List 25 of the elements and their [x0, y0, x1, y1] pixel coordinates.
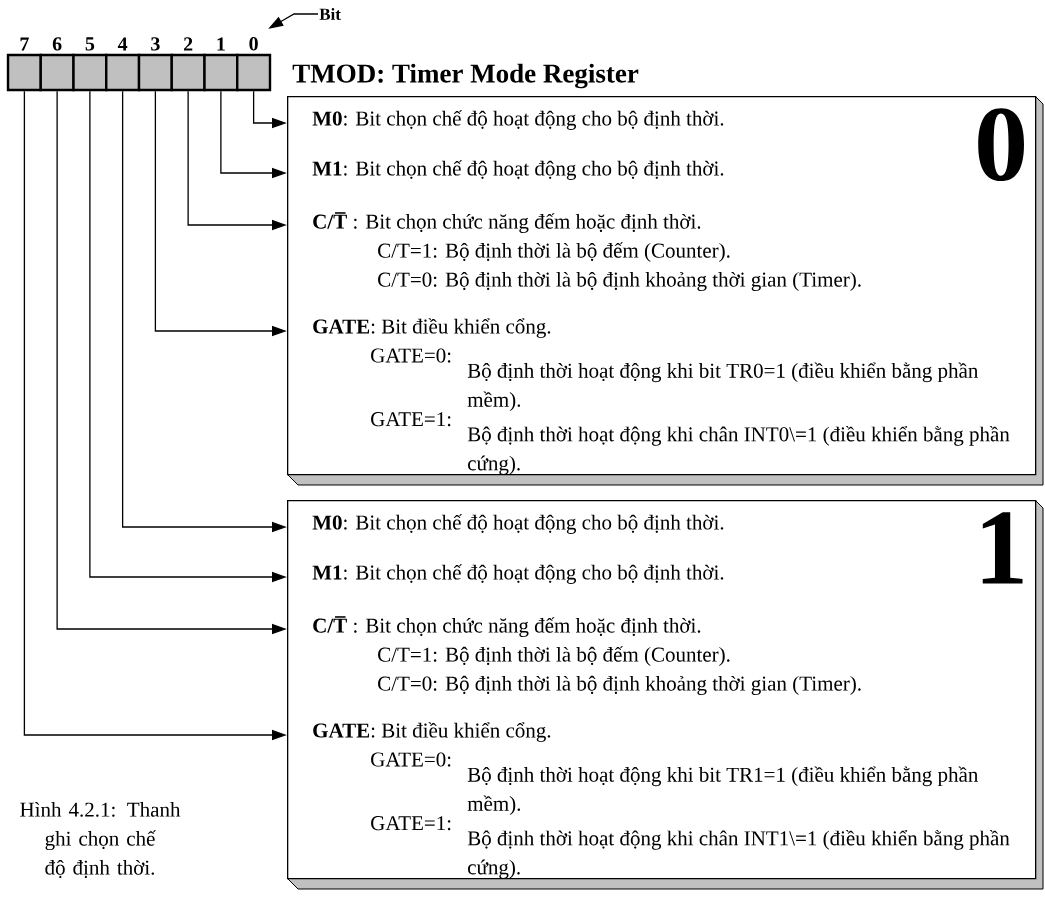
bit-description: M0: Bit chọn chế độ hoạt động cho bộ định thời.	[312, 110, 724, 130]
node-label: 3	[151, 37, 160, 51]
node-label: 7	[20, 37, 29, 51]
node-label: 5	[85, 37, 95, 51]
title: TMOD: Timer Mode Register	[292, 63, 639, 89]
register-cell: 7	[6, 37, 42, 92]
bit-description: C/T̅: Bit chọn chức năng đếm hoặc định thời. C/T=1: Bộ định thời là bộ đếm (Counter). C/T=0: Bộ định thời là bộ định khoảng thời gian (Timer).	[313, 212, 861, 291]
register-cell: 6	[39, 37, 75, 92]
bit-description: M1: Bit chọn chế độ hoạt động cho bộ định thời.	[312, 564, 724, 584]
node-label: 1	[217, 37, 225, 51]
caption: Hình 4.2.1: Thanh ghi chọn chế độ định thời.	[20, 801, 181, 879]
bit-description: M1: Bit chọn chế độ hoạt động cho bộ định thời.	[312, 160, 724, 180]
register-cell: 2	[170, 37, 206, 92]
bit-description: M0: Bit chọn chế độ hoạt động cho bộ định thời.	[312, 514, 724, 534]
node-label: 4	[117, 37, 128, 51]
bit-description: C/T̅: Bit chọn chức năng đếm hoặc định thời. C/T=1: Bộ định thời là bộ đếm (Counter). C/T=0: Bộ định thời là bộ định khoảng thời gian (Timer).	[313, 616, 861, 695]
bit-description: GATE: Bit điều khiển cổng. GATE=0: Bộ định thời hoạt động khi bit TR1=1 (điều khiển bằng phần mềm). GATE=1: Bộ định thời hoạt động khi chân INT1\=1 (điều khiển bằng phần cứng).	[313, 722, 1010, 879]
node-label: 0	[249, 37, 258, 51]
node-label: 2	[183, 37, 193, 51]
bit-label: Bit	[319, 8, 341, 20]
register-cell: 0	[236, 37, 272, 92]
register-cell: 5	[72, 37, 108, 92]
register-cell: 1	[203, 37, 239, 92]
node-label: 6	[52, 37, 62, 51]
bit-description: GATE: Bit điều khiển cổng. GATE=0: Bộ định thời hoạt động khi bit TR0=1 (điều khiển bằng phần mềm). GATE=1: Bộ định thời hoạt động khi chân INT0\=1 (điều khiển bằng phần cứng).	[313, 318, 1010, 475]
